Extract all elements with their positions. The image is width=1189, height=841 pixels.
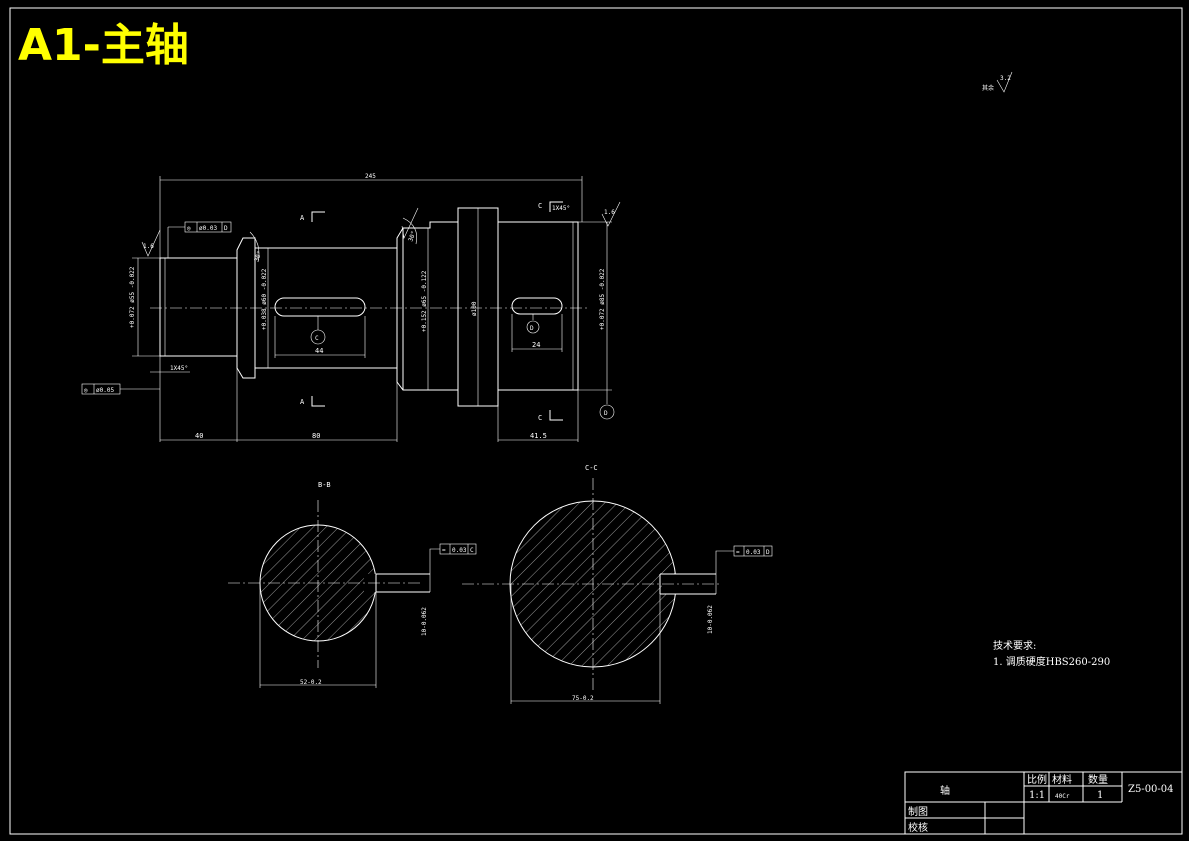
section-bb-dim: 52-0.2 bbox=[300, 679, 322, 686]
svg-text:C: C bbox=[315, 335, 319, 342]
chamfer-note-left: 1X45° bbox=[170, 365, 188, 372]
title-block-part: 轴 bbox=[940, 784, 950, 797]
title-block-code: Z5-00-04 bbox=[1128, 784, 1174, 795]
svg-text:D: D bbox=[604, 410, 608, 417]
svg-text:1.6: 1.6 bbox=[143, 243, 154, 250]
svg-text:D: D bbox=[530, 325, 534, 332]
svg-text:0.03: 0.03 bbox=[746, 549, 761, 556]
section-marker-c-bottom: C bbox=[538, 410, 563, 422]
section-cc-width: 10-0.062 bbox=[707, 605, 714, 634]
surface-note-value: 3.2 bbox=[1000, 75, 1011, 82]
dim-diameter-2: +0.038 ø60 -0.022 bbox=[261, 268, 268, 330]
svg-text:A: A bbox=[300, 398, 305, 406]
section-cc-dim: 75-0.2 bbox=[572, 695, 594, 702]
svg-text:D: D bbox=[224, 225, 228, 232]
svg-text:1.6: 1.6 bbox=[604, 209, 615, 216]
keyway-2 bbox=[511, 297, 563, 315]
drawing-border bbox=[9, 7, 1183, 835]
dim-length-1: 40 bbox=[195, 432, 203, 440]
dim-keyway-1: 44 bbox=[315, 347, 323, 355]
section-cc-keyway bbox=[659, 573, 716, 595]
tolerance-frame-top: ◎ ø0.03 D bbox=[167, 221, 232, 258]
section-cc: C-C = 0.03 D 10-0.062 75-0.2 bbox=[462, 464, 773, 704]
title-block-drawn: 制图 bbox=[908, 805, 928, 818]
dim-length-2: 80 bbox=[312, 432, 320, 440]
page-title: A1-主轴 bbox=[18, 20, 189, 71]
title-block-material-label: 材料 bbox=[1052, 773, 1072, 786]
title-block-qty-label: 数量 bbox=[1088, 773, 1108, 786]
section-cc-label: C-C bbox=[585, 464, 598, 472]
section-cc-hatch bbox=[510, 501, 676, 667]
svg-text:C: C bbox=[538, 202, 542, 210]
angle-note-1: 30° bbox=[253, 250, 263, 263]
surface-roughness-note: 其余 3.2 bbox=[982, 71, 1013, 93]
datum-marker-d: D bbox=[526, 314, 540, 334]
chamfer-note-right: 1X45° bbox=[552, 205, 570, 212]
section-bb: B-B = 0.03 C 10-0.062 52-0.2 bbox=[228, 481, 477, 688]
svg-text:C: C bbox=[470, 547, 474, 554]
title-block-scale: 1:1 bbox=[1029, 790, 1045, 801]
svg-text:◎: ◎ bbox=[187, 225, 191, 232]
svg-text:=: = bbox=[736, 549, 740, 556]
datum-marker-b: D bbox=[599, 390, 615, 420]
dim-keyway-2: 24 bbox=[532, 341, 540, 349]
title-block: 轴 比例 材料 数量 1:1 40Cr 1 Z5-00-04 制图 校核 bbox=[904, 771, 1183, 835]
title-block-checked: 校核 bbox=[908, 821, 928, 834]
section-marker-a-bottom: A bbox=[300, 396, 325, 407]
title-block-material: 40Cr bbox=[1055, 793, 1070, 800]
svg-text:ø0.03: ø0.03 bbox=[199, 225, 217, 232]
svg-text:◎: ◎ bbox=[84, 387, 88, 394]
dim-diameter-3: +0.152 ø65 -0.122 bbox=[421, 270, 428, 332]
dim-diameter-1: +0.072 ø55 -0.022 bbox=[129, 266, 136, 328]
section-bb-width: 10-0.062 bbox=[421, 607, 428, 636]
svg-text:C: C bbox=[538, 414, 542, 422]
roughness-icon bbox=[141, 229, 161, 257]
notes-item-1: 1. 调质硬度HBS260-290 bbox=[993, 655, 1110, 668]
dim-overall-length: 245 bbox=[365, 173, 376, 180]
svg-text:0.03: 0.03 bbox=[452, 547, 467, 554]
title-block-scale-label: 比例 bbox=[1027, 773, 1047, 786]
dim-length-3: 41.5 bbox=[530, 432, 547, 440]
dim-diameter-4: ø100 bbox=[471, 301, 478, 316]
section-marker-c-top: C bbox=[538, 201, 563, 212]
svg-text:A: A bbox=[300, 214, 305, 222]
title-block-qty: 1 bbox=[1097, 790, 1103, 801]
roughness-symbol-icon bbox=[996, 71, 1013, 93]
surface-note-label: 其余 bbox=[982, 84, 994, 92]
roughness-icon bbox=[601, 201, 621, 227]
keyway-1 bbox=[274, 297, 366, 317]
roughness-icon bbox=[401, 207, 419, 240]
section-marker-a-top: A bbox=[300, 211, 325, 222]
notes-heading: 技术要求: bbox=[993, 639, 1036, 652]
svg-text:ø0.05: ø0.05 bbox=[96, 387, 114, 394]
svg-text:=: = bbox=[442, 547, 446, 554]
technical-requirements: 技术要求: 1. 调质硬度HBS260-290 bbox=[993, 639, 1110, 668]
svg-text:D: D bbox=[766, 549, 770, 556]
section-bb-label: B-B bbox=[318, 481, 331, 489]
angle-note-2: 30° bbox=[407, 230, 417, 243]
datum-marker-c: C bbox=[310, 316, 326, 345]
shaft-outline bbox=[159, 207, 579, 407]
dim-diameter-5: +0.072 ø85 -0.022 bbox=[599, 268, 606, 330]
main-view: 245 40 80 41.5 44 24 +0.072 ø55 -0.022 +… bbox=[81, 173, 621, 442]
tolerance-frame-left: ◎ ø0.05 bbox=[81, 383, 160, 395]
